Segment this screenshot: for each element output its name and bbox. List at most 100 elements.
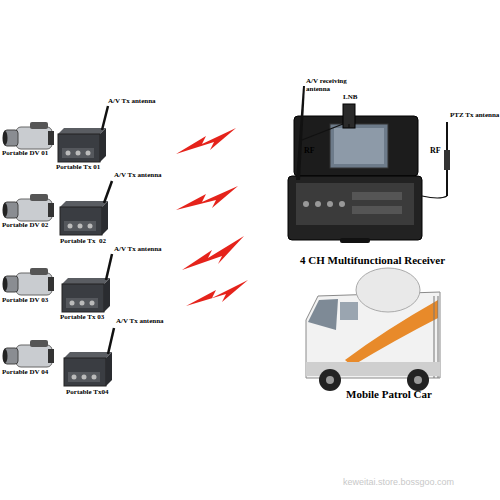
signal-label: RF [430, 147, 441, 156]
antenna-label: A/V receiving antenna [306, 78, 356, 93]
device-caption: Mobile Patrol Car [346, 388, 432, 400]
case-handle [340, 238, 370, 243]
knob [315, 201, 321, 207]
transmitter [60, 181, 112, 235]
device-label: Portable Tx 01 [56, 164, 100, 172]
connector [80, 301, 85, 306]
wheel-hub [414, 376, 422, 384]
device-label: Portable Tx 03 [60, 314, 104, 322]
transmitter-top [58, 128, 106, 134]
transmitter-panel [64, 221, 96, 231]
tx-antenna [104, 181, 112, 203]
camcorder [3, 194, 55, 221]
device-label: Portable DV 02 [2, 222, 48, 230]
transmitter-body [58, 134, 100, 162]
transmitter-panel [68, 372, 100, 382]
camcorder [3, 122, 55, 149]
van-window [340, 302, 358, 320]
camcorder-handle [30, 122, 48, 129]
connector [76, 151, 81, 156]
camcorder-handle [30, 194, 48, 201]
wireless-bolt [182, 236, 244, 270]
antenna-cable [422, 196, 447, 198]
connector [92, 375, 97, 380]
camcorder-body [16, 199, 52, 221]
case-lid [294, 116, 418, 176]
transmitter-panel [62, 148, 94, 158]
connector [68, 224, 73, 229]
lens-glass [3, 131, 8, 145]
transmitter-body [62, 284, 104, 312]
receiver-case [288, 116, 422, 243]
wireless-bolt [186, 280, 248, 306]
transmitter-side [104, 278, 110, 312]
transmitter [62, 254, 112, 312]
transmitter-panel [66, 298, 98, 308]
transmitter-side [100, 128, 106, 162]
lnb-cable [348, 124, 349, 128]
device-caption: 4 CH Multifunctional Receiver [300, 254, 445, 266]
antenna-cable [302, 124, 343, 140]
device-label: Portable Tx 02 [60, 238, 106, 246]
camcorder-battery [48, 349, 54, 363]
receiving-antenna [296, 86, 305, 180]
tx-antenna [102, 106, 108, 130]
van-wheel [319, 369, 341, 391]
knob [327, 201, 333, 207]
camcorder-handle [30, 340, 48, 347]
device-label: Portable DV 01 [2, 150, 48, 158]
connector [78, 224, 83, 229]
camcorder-body [16, 273, 52, 295]
connector [88, 224, 93, 229]
wheel-hub [326, 376, 334, 384]
transmitter-side [106, 352, 112, 386]
transmitter [58, 106, 108, 162]
knob [339, 201, 345, 207]
antenna-label: A/V Tx antenna [114, 246, 162, 254]
wireless-bolt [176, 128, 236, 154]
antenna-label: A/V Tx antenna [108, 98, 156, 106]
connector [72, 375, 77, 380]
camcorder [3, 268, 55, 295]
patrol-van [306, 268, 440, 391]
monitor-screen [330, 124, 388, 168]
lens-glass [3, 203, 8, 217]
lens-glass [3, 277, 8, 291]
camcorder-battery [48, 277, 54, 291]
connector [66, 151, 71, 156]
lnb-label: LNB [343, 94, 357, 102]
van-windshield [308, 299, 338, 330]
display-strip [352, 192, 402, 200]
camcorder-battery [48, 203, 54, 217]
lens-glass [3, 349, 8, 363]
connector [70, 301, 75, 306]
connector [82, 375, 87, 380]
transmitter-body [60, 207, 102, 235]
satellite-dome [356, 268, 420, 312]
antenna-label: A/V Tx antenna [116, 318, 164, 326]
transmitter-top [64, 352, 112, 358]
knob [303, 201, 309, 207]
camcorder-body [16, 345, 52, 367]
connector [86, 151, 91, 156]
device-label: Portable DV 04 [2, 369, 48, 377]
camcorder-body [16, 127, 52, 149]
display-strip [352, 206, 402, 214]
signal-label: RF [304, 147, 315, 156]
transmitter-side [102, 201, 108, 235]
antenna-coil [444, 150, 450, 170]
camcorder [3, 340, 55, 367]
transmitter [64, 328, 114, 386]
device-label: Portable Tx04 [66, 389, 108, 397]
control-panel [296, 183, 414, 225]
tx-antenna [106, 254, 112, 280]
transmitter-top [60, 201, 108, 207]
transmitter-top [62, 278, 110, 284]
transmitter-body [64, 358, 106, 386]
camcorder-battery [48, 131, 54, 145]
lnb-box [343, 104, 355, 128]
screen-image [334, 128, 384, 164]
